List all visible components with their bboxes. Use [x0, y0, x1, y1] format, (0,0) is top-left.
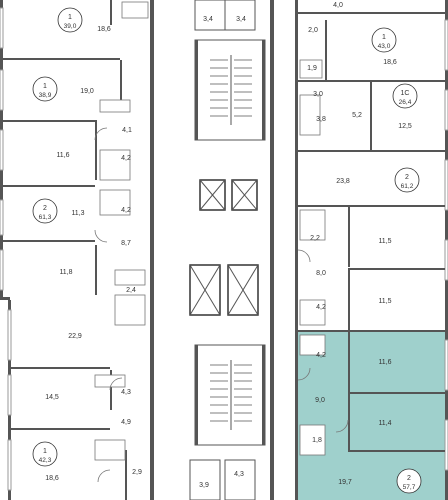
highlighted-apartment[interactable] — [296, 331, 446, 500]
apartment-badge[interactable]: 2 61,3 — [32, 198, 58, 224]
svg-text:2: 2 — [407, 475, 411, 482]
room-area: 11,6 — [378, 359, 391, 366]
svg-text:1: 1 — [43, 448, 47, 455]
room-area: 4,2 — [121, 155, 131, 162]
room-area: 18,6 — [383, 59, 397, 66]
room-area: 4,3 — [121, 389, 131, 396]
room-area: 4,2 — [316, 304, 326, 311]
room-area: 12,5 — [398, 123, 412, 130]
core — [189, 0, 274, 500]
room-area: 19,0 — [80, 88, 94, 95]
room-area: 18,6 — [97, 26, 111, 33]
room-area: 3,9 — [199, 482, 209, 489]
apartment-badge[interactable]: 2 61,2 — [394, 167, 420, 193]
staircase-upper — [210, 55, 252, 125]
room-labels: 18,6 19,0 4,1 11,6 4,2 11,3 4,2 8,7 11,8… — [45, 2, 412, 489]
room-area: 3,8 — [316, 116, 326, 123]
room-area: 11,5 — [378, 298, 391, 305]
room-area: 5,2 — [352, 112, 362, 119]
apartment-badge[interactable]: 1 39,0 — [57, 7, 83, 33]
room-area: 2,0 — [308, 27, 318, 34]
room-area: 3,4 — [236, 16, 246, 23]
room-area: 11,3 — [71, 210, 84, 217]
room-area: 14,5 — [45, 394, 59, 401]
room-area: 3,4 — [203, 16, 213, 23]
room-area: 11,4 — [378, 420, 391, 427]
room-area: 8,7 — [121, 240, 131, 247]
svg-text:2: 2 — [405, 174, 409, 181]
svg-text:57,7: 57,7 — [403, 484, 416, 491]
apartment-badge[interactable]: 1 38,9 — [32, 76, 58, 102]
room-area: 1,9 — [307, 65, 317, 72]
room-area: 11,8 — [59, 269, 72, 276]
room-area: 2,2 — [310, 235, 320, 242]
room-area: 4,3 — [234, 471, 244, 478]
room-area: 4,2 — [316, 352, 326, 359]
svg-text:39,0: 39,0 — [64, 23, 77, 30]
room-area: 11,5 — [378, 238, 391, 245]
svg-text:2: 2 — [43, 205, 47, 212]
lift-upper-right — [231, 179, 258, 211]
room-area: 4,0 — [333, 2, 343, 9]
room-area: 9,0 — [315, 397, 325, 404]
svg-text:43,0: 43,0 — [378, 43, 391, 50]
lift-lower-left — [189, 264, 221, 316]
right-wing — [295, 0, 448, 500]
apartment-badge[interactable]: 1 42,3 — [32, 441, 58, 467]
svg-text:26,4: 26,4 — [399, 99, 412, 106]
svg-text:1С: 1С — [401, 90, 410, 97]
apartment-badge[interactable]: 2 57,7 — [396, 468, 422, 494]
room-area: 19,7 — [338, 479, 352, 486]
room-area: 4,9 — [121, 419, 131, 426]
svg-text:1: 1 — [43, 83, 47, 90]
room-area: 22,9 — [68, 333, 82, 340]
room-area: 2,9 — [132, 469, 142, 476]
svg-text:1: 1 — [68, 14, 72, 21]
room-area: 2,4 — [126, 287, 136, 294]
svg-text:61,3: 61,3 — [39, 214, 52, 221]
left-wing — [0, 0, 154, 500]
room-area: 3,0 — [313, 91, 323, 98]
svg-text:38,9: 38,9 — [39, 92, 52, 99]
room-area: 1,8 — [312, 437, 322, 444]
lift-upper-left — [199, 179, 226, 211]
room-area: 4,2 — [121, 207, 131, 214]
svg-text:61,2: 61,2 — [401, 183, 414, 190]
apartment-badge[interactable]: 1 43,0 — [371, 27, 397, 53]
lift-lower-right — [227, 264, 259, 316]
room-area: 18,6 — [45, 475, 59, 482]
room-area: 11,6 — [56, 152, 69, 159]
staircase-lower — [210, 360, 252, 430]
apartment-badge[interactable]: 1С 26,4 — [392, 83, 418, 109]
svg-text:42,3: 42,3 — [39, 457, 52, 464]
svg-text:1: 1 — [382, 34, 386, 41]
room-area: 4,1 — [122, 127, 132, 134]
room-area: 23,8 — [336, 178, 350, 185]
room-area: 8,0 — [316, 270, 326, 277]
